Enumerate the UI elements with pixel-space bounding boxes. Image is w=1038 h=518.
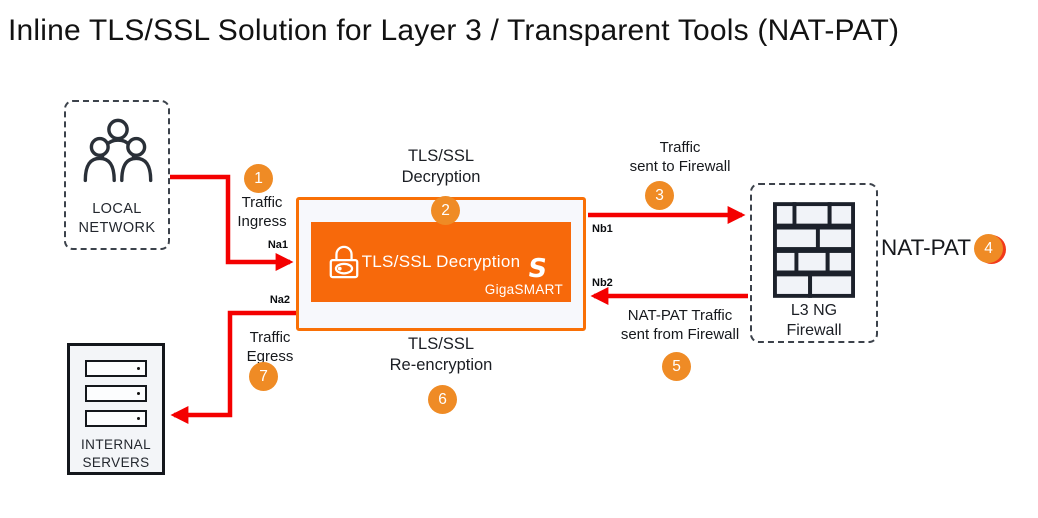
firewall-label-line2: Firewall xyxy=(786,322,842,339)
gigasmart-s-icon: S xyxy=(526,254,550,284)
nat-pat-traffic-label-line1: NAT-PAT Traffic xyxy=(627,307,733,324)
nat-pat-traffic-label: NAT-PAT Traffic sent from Firewall xyxy=(598,306,762,344)
server-bar xyxy=(85,410,147,427)
step-badge-4: 4 xyxy=(974,234,1003,263)
step-badge-5: 5 xyxy=(662,352,691,381)
server-led-dot xyxy=(137,367,140,370)
step-badge-1: 1 xyxy=(244,164,273,193)
server-led-dot xyxy=(137,392,140,395)
internal-servers-label-line2: SERVERS xyxy=(82,455,150,470)
traffic-ingress-label-line2: Ingress xyxy=(237,213,287,230)
step-badge-3: 3 xyxy=(645,181,674,210)
tls-decryption-caption-line1: TLS/SSL xyxy=(407,147,475,165)
nat-pat-traffic-label-line2: sent from Firewall xyxy=(620,326,740,343)
l3-firewall-node: L3 NG Firewall xyxy=(750,183,878,343)
step-badge-2: 2 xyxy=(431,196,460,225)
firewall-label-line1: L3 NG xyxy=(790,302,838,319)
local-network-label-line2: NETWORK xyxy=(78,220,156,236)
local-network-label-line1: LOCAL xyxy=(92,201,142,217)
local-network-node: LOCAL NETWORK xyxy=(64,100,170,250)
port-nb1-label: Nb1 xyxy=(592,223,613,235)
traffic-egress-label: Traffic Egress xyxy=(224,328,316,366)
gigasmart-logo: S GigaSMART xyxy=(484,254,563,297)
users-icon xyxy=(83,118,153,183)
traffic-ingress-label-line1: Traffic xyxy=(241,194,283,211)
tls-reencryption-caption: TLS/SSL Re-encryption xyxy=(296,334,586,376)
tls-ssl-decryption-module: TLS/SSL Decryption S GigaSMART xyxy=(311,222,571,302)
server-bar xyxy=(85,360,147,377)
traffic-egress-label-line1: Traffic xyxy=(249,329,291,346)
lock-icon xyxy=(329,245,359,279)
tls-reencryption-caption-line1: TLS/SSL xyxy=(407,335,475,353)
firewall-brick-icon xyxy=(773,202,855,298)
internal-servers-label: INTERNAL SERVERS xyxy=(81,436,151,472)
port-nb2-label: Nb2 xyxy=(592,277,613,289)
server-led-dot xyxy=(137,417,140,420)
internal-servers-node: INTERNAL SERVERS xyxy=(67,343,165,475)
nat-pat-label: NAT-PAT xyxy=(881,235,971,260)
firewall-label: L3 NG Firewall xyxy=(786,301,841,341)
tls-decryption-caption: TLS/SSL Decryption xyxy=(296,146,586,188)
traffic-ingress-label: Traffic Ingress xyxy=(216,193,308,231)
tls-ssl-decryption-module-label: TLS/SSL Decryption xyxy=(361,252,521,271)
traffic-to-firewall-label-line2: sent to Firewall xyxy=(629,158,731,175)
traffic-egress-label-line2: Egress xyxy=(246,348,294,365)
server-bar xyxy=(85,385,147,402)
traffic-to-firewall-label: Traffic sent to Firewall xyxy=(606,138,754,176)
slide-title: Inline TLS/SSL Solution for Layer 3 / Tr… xyxy=(8,14,900,47)
port-na2-label: Na2 xyxy=(269,294,290,306)
port-na1-label: Na1 xyxy=(267,239,288,251)
local-network-label: LOCAL NETWORK xyxy=(79,200,156,238)
tls-decryption-caption-line2: Decryption xyxy=(401,168,481,186)
traffic-to-firewall-label-line1: Traffic xyxy=(659,139,701,156)
step-badge-6: 6 xyxy=(428,385,457,414)
internal-servers-label-line1: INTERNAL xyxy=(81,437,151,452)
gigasmart-brand-label: GigaSMART xyxy=(484,282,563,297)
tls-reencryption-caption-line2: Re-encryption xyxy=(389,356,493,374)
step-badge-7: 7 xyxy=(249,362,278,391)
